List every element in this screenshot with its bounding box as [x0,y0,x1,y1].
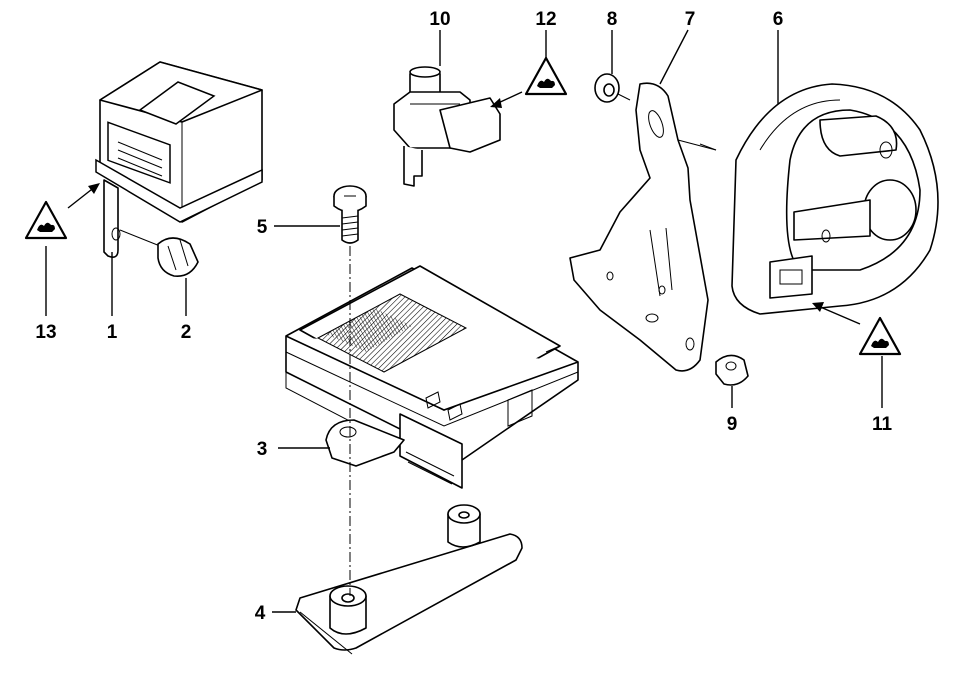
callout-7: 7 [685,9,696,30]
callout-12: 12 [535,9,556,30]
mounting-bracket [569,82,717,372]
grommet [594,73,631,103]
callout-4: 4 [255,603,266,624]
push-switch [393,66,501,187]
relay-module [95,61,263,258]
assembly-lines [349,143,717,596]
callout-5: 5 [257,217,268,238]
base-plate [295,504,523,655]
arrows [67,91,861,325]
hex-nut [715,354,749,386]
callout-2: 2 [181,322,192,343]
hex-nut-cap [157,237,199,278]
callout-10: 10 [429,9,450,30]
wiring-warning-icon-12 [524,56,568,96]
callout-3: 3 [257,439,268,460]
wiring-warning-icon-13 [24,200,68,240]
horn [731,83,939,315]
wiring-warning-icon-11 [858,316,902,356]
callout-13: 13 [35,322,56,343]
callouts: 13 1 2 3 4 5 10 12 8 7 6 9 11 [35,9,892,624]
screw [333,185,367,244]
callout-1: 1 [107,322,118,343]
callout-8: 8 [607,9,618,30]
bracket-tab [325,419,405,467]
callout-6: 6 [773,9,784,30]
callout-9: 9 [727,414,738,435]
control-unit [285,265,579,489]
callout-11: 11 [872,414,893,435]
leader-lines [45,29,883,613]
